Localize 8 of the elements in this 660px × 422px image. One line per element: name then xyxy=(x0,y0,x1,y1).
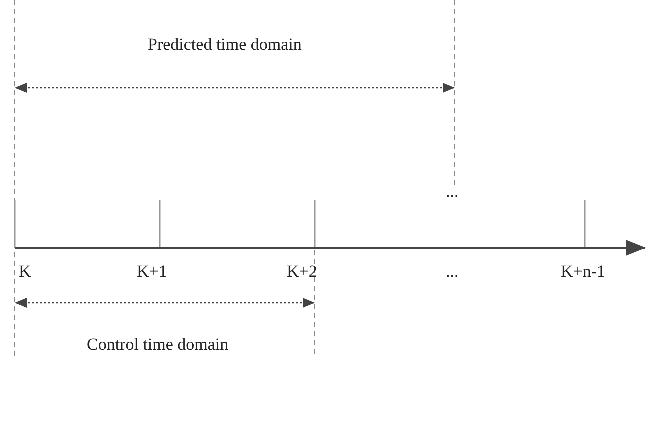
tick-label: K+1 xyxy=(137,262,168,282)
ellipsis-mark: ... xyxy=(446,262,459,282)
span-label: Predicted time domain xyxy=(148,35,302,55)
tick-label: K+n-1 xyxy=(561,262,606,282)
ellipsis-mark: ... xyxy=(446,182,459,202)
tick-label: K+2 xyxy=(287,262,318,282)
span-label: Control time domain xyxy=(87,335,229,355)
tick-label: K xyxy=(19,262,32,282)
